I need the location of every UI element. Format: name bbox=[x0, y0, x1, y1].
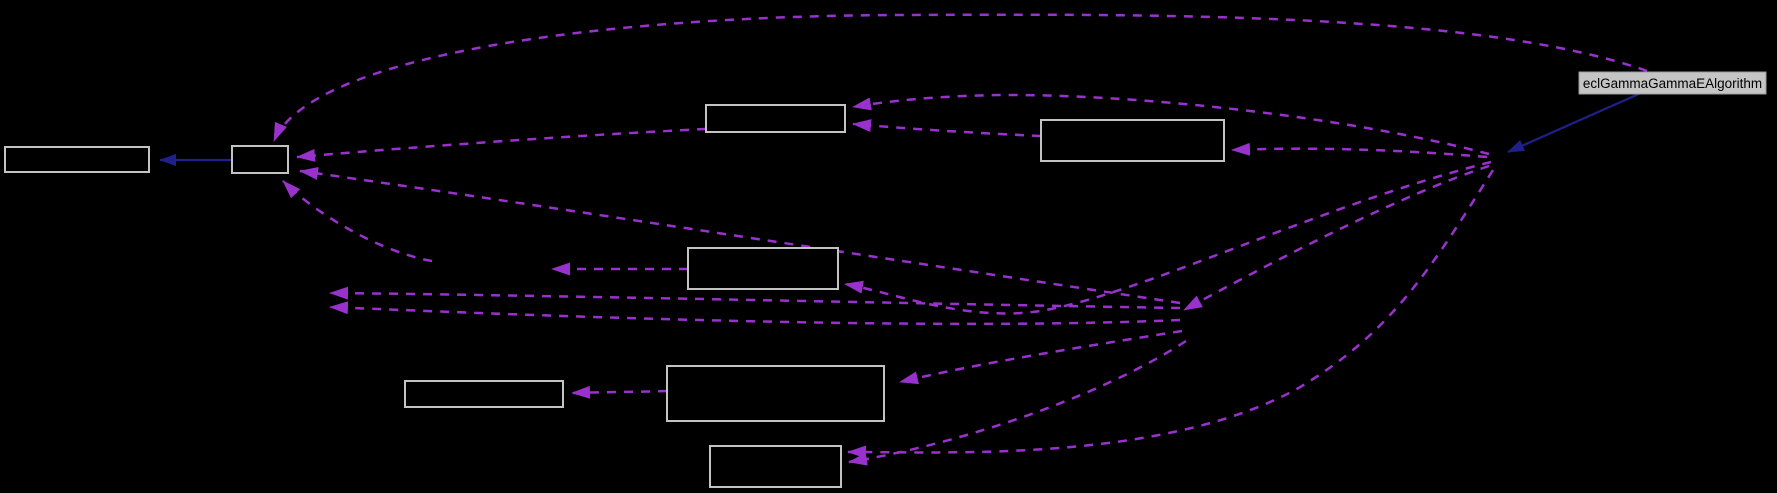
usage-edge-use-hub1-to-hub2 bbox=[1183, 164, 1490, 312]
usage-edge-use-node7-to-node6 bbox=[571, 385, 668, 399]
usage-edge-use-hub2-to-hidden-a bbox=[329, 286, 1181, 310]
label-node-text: eclGammaGammaEAlgorithm bbox=[1583, 76, 1762, 91]
graph-node-node-3[interactable] bbox=[705, 104, 846, 133]
usage-edge-use-node3-to-node2 bbox=[296, 127, 707, 162]
graph-node-node-4[interactable] bbox=[1040, 119, 1225, 162]
usage-edge-use-node4-to-node3 bbox=[852, 119, 1042, 138]
inheritance-edge-inherit-label-to-hub bbox=[1507, 91, 1642, 154]
edge-layer bbox=[159, 13, 1648, 466]
graph-node-node-8[interactable] bbox=[709, 445, 842, 488]
graph-node-eclGammaGammaEAlgorithm[interactable]: eclGammaGammaEAlgorithm bbox=[1578, 71, 1767, 95]
usage-edge-use-label-to-node2-top bbox=[272, 13, 1648, 142]
usage-edge-use-hub1-to-node4 bbox=[1231, 142, 1488, 159]
graph-node-node-5[interactable] bbox=[687, 247, 839, 290]
usage-edge-use-hub1-to-node3-a bbox=[852, 93, 1490, 156]
node-layer bbox=[4, 104, 1225, 488]
label-node-box[interactable] bbox=[1578, 71, 1767, 95]
usage-edge-use-hub2-to-node7 bbox=[899, 329, 1183, 385]
usage-edge-use-hub2-to-hidden-b bbox=[329, 301, 1181, 326]
usage-edge-use-hub1-to-node5 bbox=[844, 160, 1492, 315]
graph-node-node-7[interactable] bbox=[666, 365, 885, 422]
graph-node-node-1[interactable] bbox=[4, 146, 150, 173]
usage-edge-use-hub2-to-node2 bbox=[299, 167, 1181, 305]
usage-edge-use-hidden-to-node2 bbox=[282, 180, 433, 263]
graph-node-node-2[interactable] bbox=[231, 145, 289, 174]
graph-node-node-6[interactable] bbox=[404, 380, 564, 408]
